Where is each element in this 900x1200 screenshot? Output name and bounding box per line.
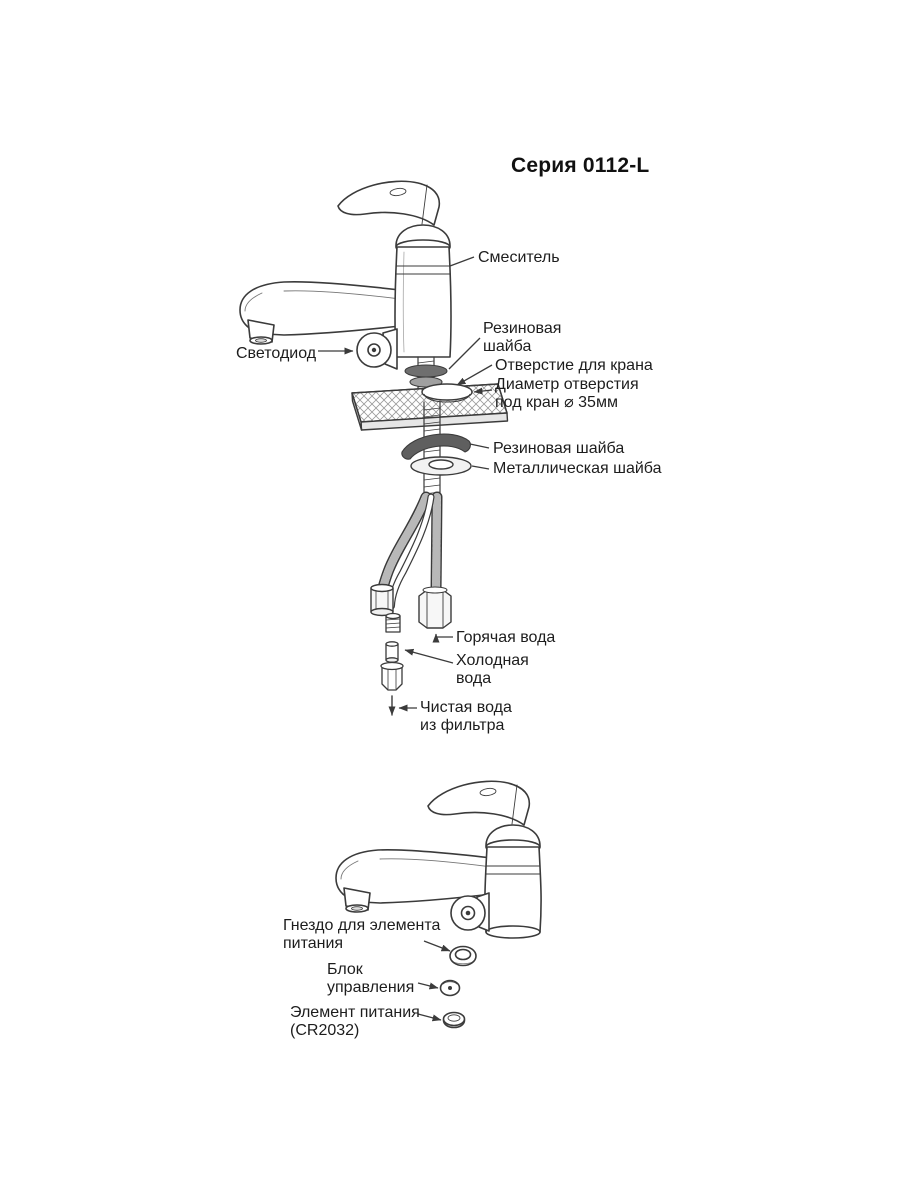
label-hot-water: Горячая вода bbox=[456, 629, 556, 646]
label-hole-diameter: Диаметр отверстия под кран ⌀ 35мм bbox=[495, 376, 639, 411]
leader-rubber-washer-upper bbox=[448, 337, 481, 370]
page-title: Серия 0112-L bbox=[511, 154, 650, 177]
leader-tap-hole bbox=[456, 364, 493, 386]
leader-cold-water bbox=[404, 648, 454, 664]
leader-battery bbox=[417, 1013, 442, 1022]
label-cold-water: Холодная вода bbox=[456, 652, 529, 687]
leader-hot-water bbox=[432, 633, 453, 643]
leader-metal-washer bbox=[471, 465, 490, 470]
label-metal-washer: Металлическая шайба bbox=[493, 460, 662, 477]
label-battery: Элемент питания (CR2032) bbox=[290, 1004, 420, 1039]
label-mixer: Смеситель bbox=[478, 249, 560, 266]
leader-mixer bbox=[449, 256, 475, 267]
faucet-exploded-illustration bbox=[239, 180, 452, 391]
label-led: Светодиод bbox=[236, 345, 317, 362]
label-rubber-washer-lower: Резиновая шайба bbox=[493, 440, 625, 457]
leader-hole-diameter bbox=[473, 387, 493, 395]
leader-control-unit bbox=[417, 982, 439, 990]
faucet-battery-illustration bbox=[335, 780, 542, 1029]
leader-rubber-washer-lower bbox=[469, 443, 490, 449]
countertop-illustration bbox=[351, 383, 509, 431]
leader-battery-socket bbox=[423, 940, 451, 952]
filter-parts-illustration bbox=[380, 612, 404, 716]
label-battery-socket: Гнездо для элемента питания bbox=[283, 917, 441, 952]
hoses-illustration bbox=[370, 401, 472, 629]
label-rubber-washer-upper: Резиновая шайба bbox=[483, 320, 562, 355]
label-filtered-water: Чистая вода из фильтра bbox=[420, 699, 512, 734]
leader-lines bbox=[318, 256, 493, 1022]
label-tap-hole: Отверстие для крана bbox=[495, 357, 653, 374]
label-control-unit: Блок управления bbox=[327, 961, 415, 996]
